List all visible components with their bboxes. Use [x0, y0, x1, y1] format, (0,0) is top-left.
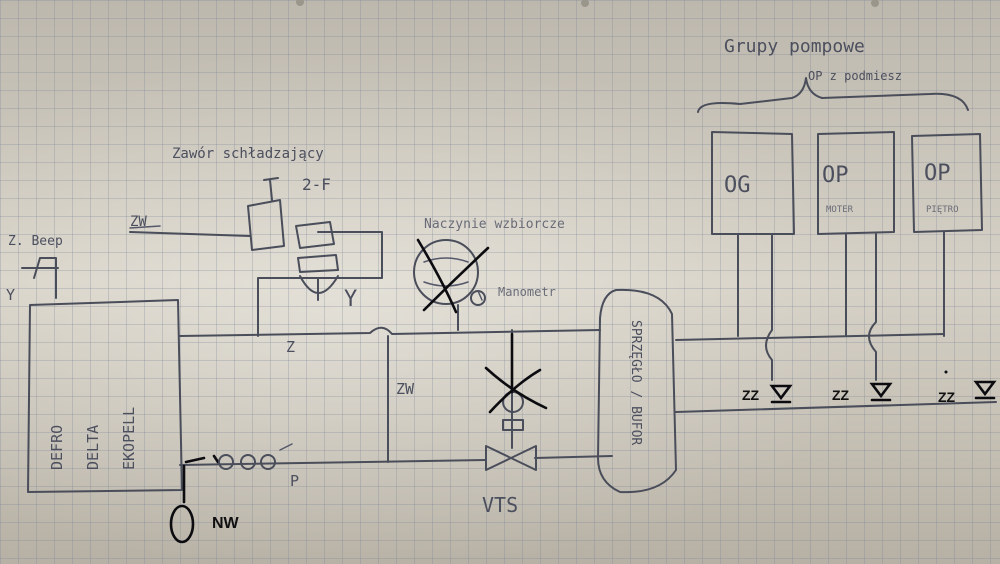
z-label: Z: [286, 338, 295, 356]
return-pump: P: [184, 443, 299, 490]
op1-pipes: [845, 233, 877, 381]
boiler-label-3: EKOPELL: [120, 407, 138, 470]
manometer-label: Manometr: [498, 285, 556, 299]
coupler-label: SPRZĘGŁO / BUFOR: [628, 320, 643, 445]
return-pump-mark: [184, 454, 220, 464]
binder-hole: [296, 0, 304, 6]
expansion-vessel-cross: [416, 238, 490, 314]
boiler-label-1: DEFRO: [48, 425, 66, 470]
expansion-vessel-icon: [413, 239, 479, 305]
piping: [129, 225, 613, 466]
pump-group-op1-box: [817, 131, 895, 235]
y-label-valve: Y: [344, 287, 357, 312]
pump-groups: Grupy pompowe OP z podmiesz: [697, 36, 969, 113]
supply-header: [675, 333, 945, 341]
pump-groups-subtitle: OP z podmiesz: [808, 69, 902, 83]
pump-groups-brace: [697, 77, 969, 113]
manometer: Manometr: [470, 285, 556, 306]
cooling-valve-mid: [297, 254, 339, 273]
zw-label-mid: ZW: [396, 380, 415, 398]
nw-label: NW: [212, 515, 240, 532]
nw-vessel: [169, 504, 195, 544]
cooling-valve-type: 2-F: [302, 175, 331, 194]
p-label: P: [290, 472, 299, 490]
pump-group-op1: OP MOTER: [817, 131, 895, 381]
pump-group-og-box: [711, 131, 795, 235]
water-level-icon: [973, 380, 997, 400]
boiler-label-2: DELTA: [84, 425, 102, 470]
zz-label-2: ZZ: [832, 387, 850, 403]
cooling-valve-body: [247, 199, 285, 251]
boiler: DEFRO DELTA EKOPELL: [21, 257, 183, 493]
pump-groups-title: Grupy pompowe: [724, 36, 865, 57]
water-level-icon: [769, 384, 793, 404]
y-label-left: Y: [6, 286, 15, 304]
boiler-chimney: [33, 257, 57, 299]
cooling-valve: Zawór schładzający 2-F ZW Y Z ZW: [130, 146, 415, 398]
zw-pipe-top-mark: [129, 225, 161, 229]
vts-label: VTS: [482, 493, 518, 517]
op1-label: OP: [822, 163, 849, 188]
pump-group-og: OG: [711, 131, 795, 381]
expansion-vessel: Naczynie wzbiorcze: [413, 217, 565, 314]
vts-assembly: VTS: [482, 332, 548, 517]
zz-label-3: ZZ: [938, 389, 956, 405]
return-pipe-right: [534, 455, 613, 459]
boiler-outline: [27, 299, 183, 493]
mixing-loop: [257, 231, 383, 337]
coupler: SPRZĘGŁO / BUFOR: [597, 288, 677, 494]
binder-hole: [871, 0, 879, 7]
zw-label-top: ZW: [130, 214, 147, 230]
cooling-valve-actuator: [295, 221, 335, 249]
pump-arrow: [279, 443, 293, 451]
zw-pipe-top: [129, 231, 251, 237]
og-pipes: [737, 233, 773, 381]
zz-label-1: ZZ: [742, 387, 760, 403]
pump-icon: [260, 454, 276, 470]
pump-icon: [240, 454, 256, 470]
return-header: [675, 401, 997, 413]
coupler-body: [597, 288, 677, 494]
og-label: OG: [724, 173, 751, 198]
pump-icon: [218, 454, 234, 470]
op1-sublabel: MOTER: [826, 205, 854, 215]
op2-sublabel: PIĘTRO: [926, 205, 959, 215]
op2-label: OP: [924, 161, 951, 186]
zz-markers: ZZ ZZ ZZ: [742, 370, 997, 405]
expansion-vessel-label: Naczynie wzbiorcze: [424, 217, 565, 232]
pump-group-op2: OP PIĘTRO: [911, 133, 983, 337]
manometer-needle: [477, 290, 483, 301]
nw-drain: NW: [169, 464, 240, 544]
cooling-valve-handle: [263, 177, 279, 201]
binder-hole: [581, 0, 589, 7]
water-level-icon: [869, 382, 893, 402]
return-pipe-left: [179, 459, 486, 466]
manometer-icon: [470, 290, 486, 306]
vts-cross: [484, 366, 548, 414]
filter-housing: [502, 419, 524, 431]
expansion-vessel-membrane: [423, 257, 469, 287]
gate-valve-icon: [485, 445, 537, 471]
cooling-valve-label: Zawór schładzający: [172, 146, 324, 162]
supply-pipe: [179, 326, 601, 337]
pump-group-op2-box: [911, 133, 983, 233]
beep-label: Z. Beep: [8, 234, 63, 249]
cooling-valve-sensor: [299, 275, 339, 294]
ink-dot: [944, 370, 948, 374]
